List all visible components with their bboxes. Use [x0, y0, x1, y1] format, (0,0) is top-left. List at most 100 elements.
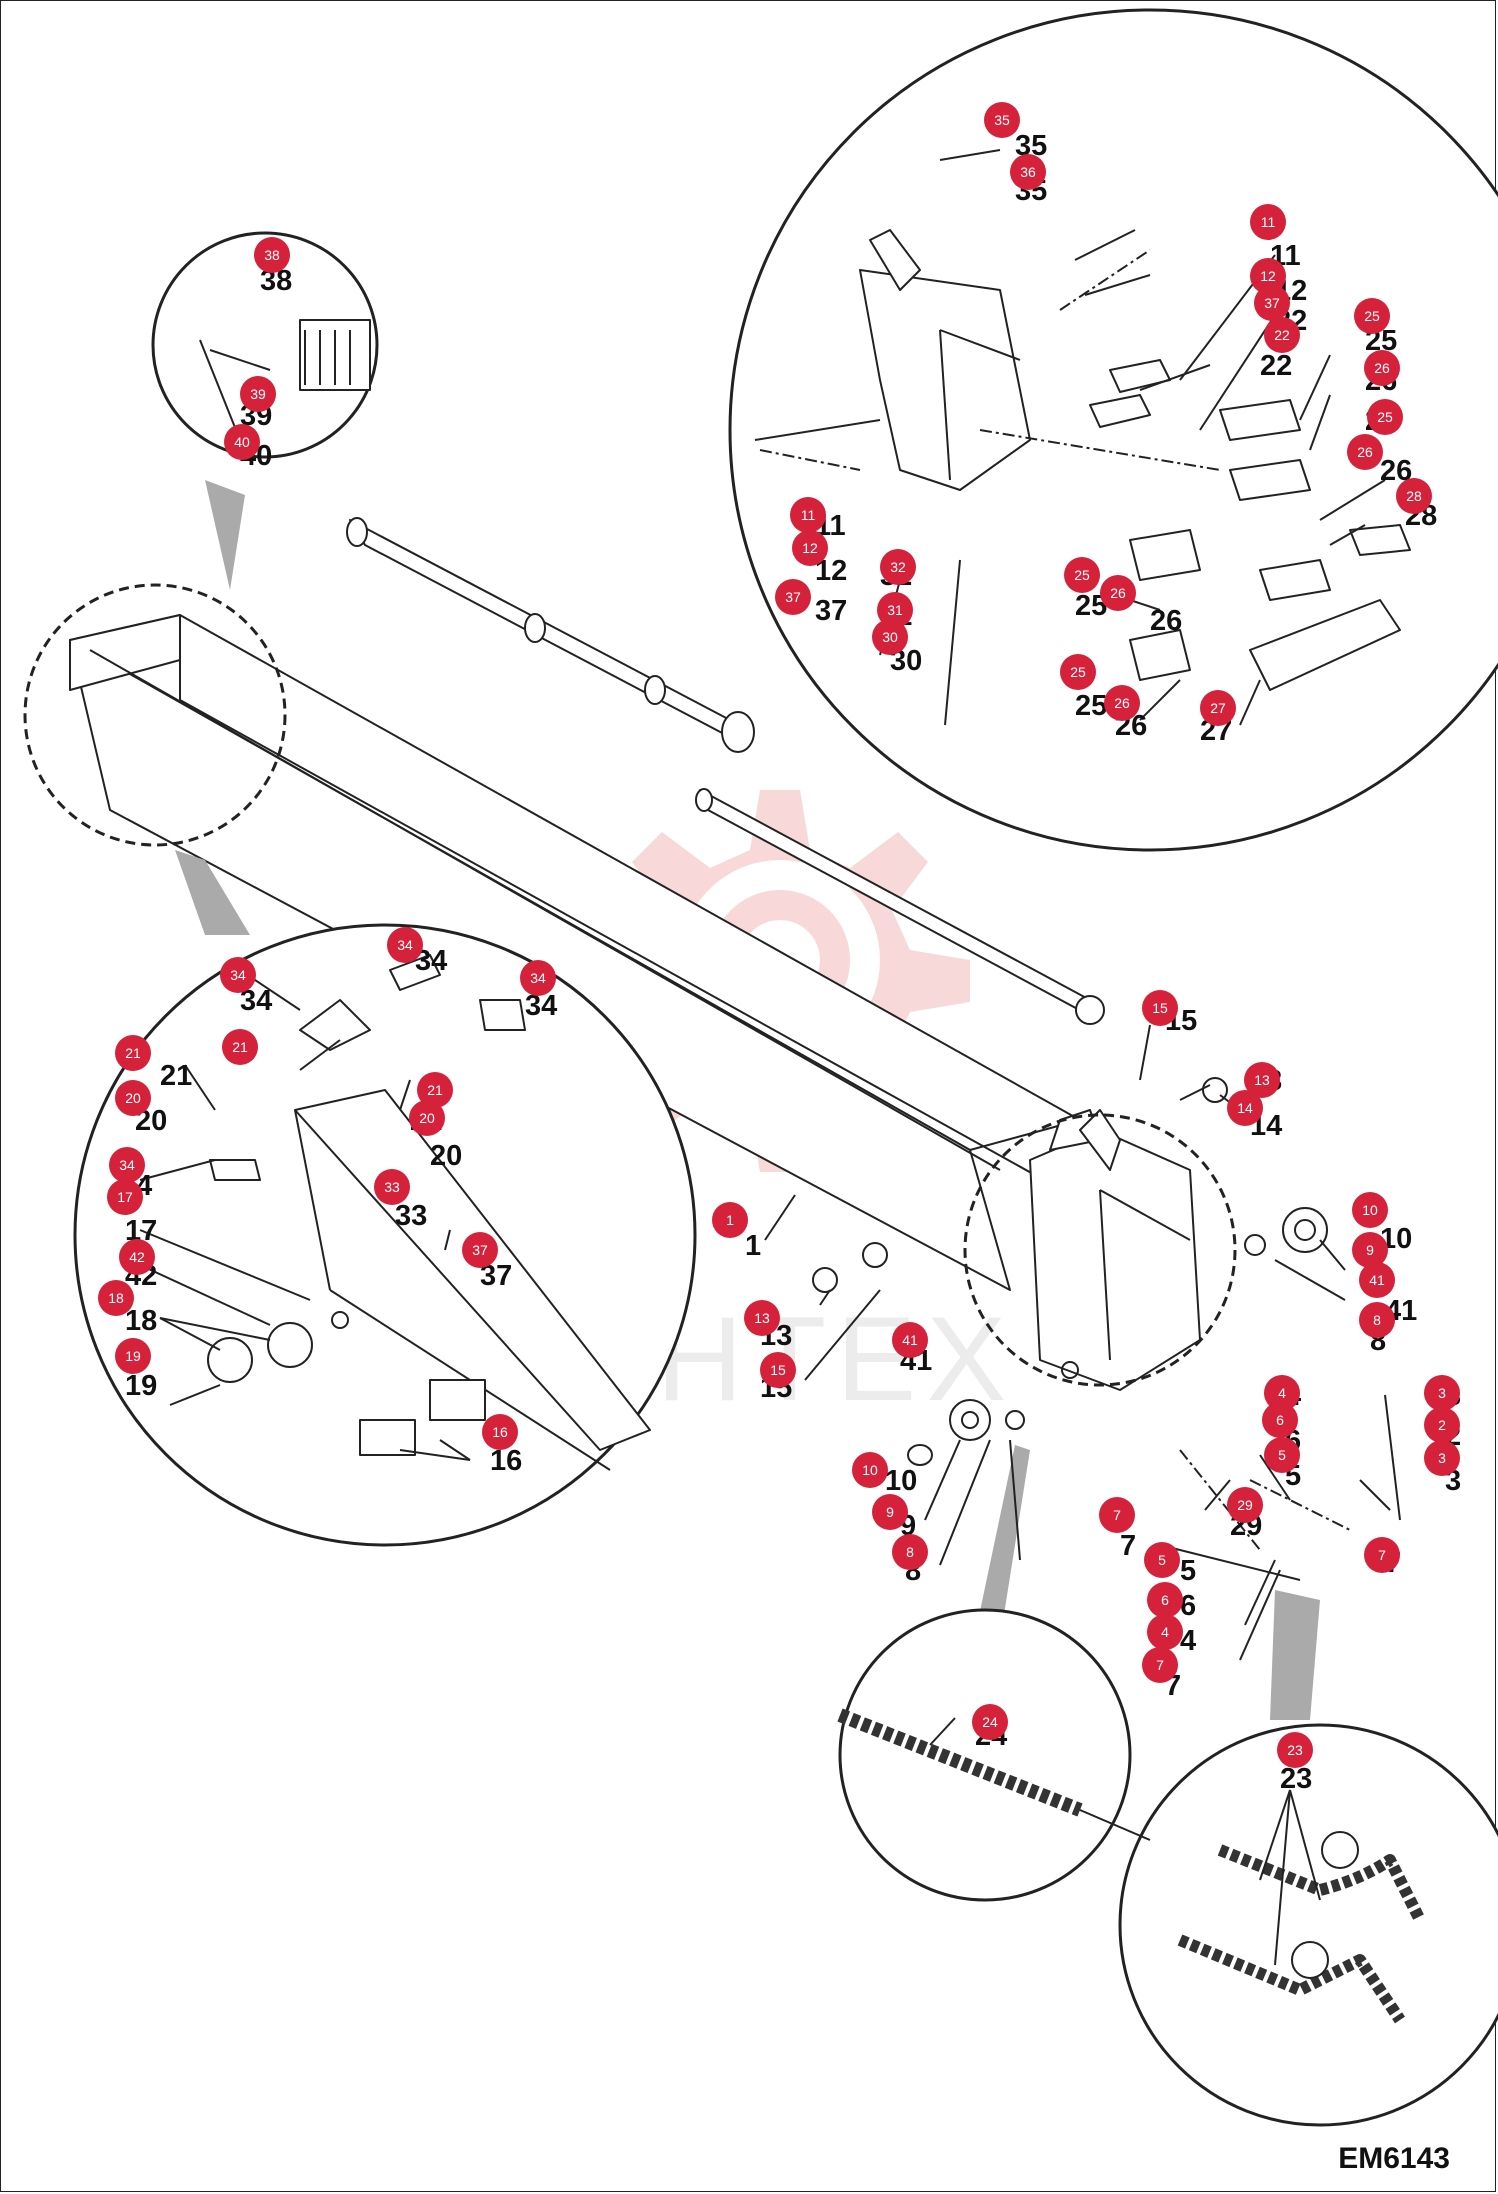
svg-text:16: 16 — [492, 1424, 508, 1440]
svg-text:26: 26 — [1357, 444, 1373, 460]
part-label: 18 — [125, 1305, 157, 1337]
svg-text:15: 15 — [770, 1362, 786, 1378]
svg-text:26: 26 — [1374, 360, 1390, 376]
part-badge: 42 — [119, 1239, 155, 1275]
part-label: 6 — [1180, 1590, 1196, 1622]
part-badge: 31 — [877, 592, 913, 628]
part-badge: 13 — [744, 1300, 780, 1336]
svg-text:24: 24 — [982, 1714, 998, 1730]
part-badge: 28 — [1396, 478, 1432, 514]
part-badge: 7 — [1364, 1537, 1400, 1573]
part-label: 16 — [490, 1445, 522, 1477]
svg-text:12: 12 — [802, 540, 818, 556]
svg-text:7: 7 — [1156, 1657, 1164, 1673]
svg-text:37: 37 — [472, 1242, 488, 1258]
svg-text:21: 21 — [125, 1045, 141, 1061]
part-badge: 22 — [1264, 317, 1300, 353]
part-badge: 8 — [1359, 1302, 1395, 1338]
telescopic-tube — [346, 517, 755, 753]
part-badge: 26 — [1347, 434, 1383, 470]
part-badge: 21 — [417, 1072, 453, 1108]
svg-text:11: 11 — [801, 507, 816, 523]
part-badge: 20 — [409, 1100, 445, 1136]
svg-text:13: 13 — [754, 1310, 770, 1326]
part-badge: 26 — [1100, 575, 1136, 611]
part-label: 20 — [430, 1140, 462, 1172]
part-badge: 38 — [254, 237, 290, 273]
detail-bubble-boom-rear — [73, 923, 697, 1547]
leader-lines — [139, 254, 1401, 1966]
svg-text:41: 41 — [902, 1332, 918, 1348]
svg-text:25: 25 — [1074, 567, 1090, 583]
part-badge: 15 — [760, 1352, 796, 1388]
svg-text:4: 4 — [1278, 1385, 1286, 1401]
part-badge: 30 — [872, 619, 908, 655]
part-badge: 23 — [1277, 1732, 1313, 1768]
part-badge: 25 — [1367, 399, 1403, 435]
svg-text:25: 25 — [1377, 409, 1393, 425]
part-label: 37 — [815, 595, 847, 627]
svg-text:13: 13 — [1254, 1072, 1270, 1088]
svg-text:42: 42 — [129, 1249, 145, 1265]
svg-text:36: 36 — [1020, 164, 1036, 180]
part-badge: 7 — [1142, 1647, 1178, 1683]
detail-circle-rear — [23, 583, 287, 847]
svg-text:17: 17 — [117, 1189, 133, 1205]
svg-text:6: 6 — [1276, 1412, 1284, 1428]
svg-text:28: 28 — [1406, 488, 1422, 504]
part-badge: 20 — [115, 1080, 151, 1116]
part-badge: 8 — [892, 1534, 928, 1570]
callout-pointer — [175, 850, 250, 935]
part-badge: 18 — [98, 1280, 134, 1316]
svg-text:26: 26 — [1114, 695, 1130, 711]
part-badge: 27 — [1200, 690, 1236, 726]
part-badge: 2 — [1424, 1407, 1460, 1443]
svg-text:8: 8 — [906, 1544, 914, 1560]
part-badge: 36 — [1010, 154, 1046, 190]
part-badge: 4 — [1264, 1375, 1300, 1411]
svg-text:30: 30 — [882, 629, 898, 645]
slide-blocks — [199, 319, 371, 441]
part-badge: 24 — [972, 1704, 1008, 1740]
svg-text:8: 8 — [1373, 1312, 1381, 1328]
part-label: 19 — [125, 1370, 157, 1402]
part-badge: 5 — [1144, 1542, 1180, 1578]
svg-text:2: 2 — [1438, 1417, 1446, 1433]
callout-pointer — [975, 1445, 1030, 1640]
part-badge: 3 — [1424, 1375, 1460, 1411]
part-badge: 10 — [852, 1452, 888, 1488]
svg-text:25: 25 — [1070, 664, 1086, 680]
drag-chain-23 — [1177, 1831, 1426, 2024]
svg-text:38: 38 — [264, 247, 280, 263]
part-badge: 15 — [1142, 990, 1178, 1026]
svg-text:35: 35 — [994, 112, 1010, 128]
part-label: 4 — [1180, 1625, 1196, 1657]
svg-text:5: 5 — [1158, 1552, 1166, 1568]
svg-text:3: 3 — [1438, 1450, 1446, 1466]
part-badge: 21 — [115, 1035, 151, 1071]
svg-text:29: 29 — [1237, 1497, 1253, 1513]
svg-text:20: 20 — [419, 1110, 435, 1126]
svg-text:34: 34 — [397, 937, 413, 953]
part-label: 21 — [160, 1060, 192, 1092]
svg-text:40: 40 — [234, 434, 250, 450]
part-badge: 37 — [775, 579, 811, 615]
callout-pointer — [1270, 1590, 1320, 1720]
svg-text:25: 25 — [1364, 308, 1380, 324]
detail-bubble-slides — [151, 231, 379, 459]
part-badge: 34 — [520, 960, 556, 996]
part-badge: 29 — [1227, 1487, 1263, 1523]
svg-text:21: 21 — [427, 1082, 443, 1098]
svg-text:9: 9 — [886, 1504, 894, 1520]
part-badge: 25 — [1060, 654, 1096, 690]
part-badge: 33 — [374, 1169, 410, 1205]
part-badge: 37 — [1254, 285, 1290, 321]
svg-text:11: 11 — [1261, 214, 1276, 230]
svg-text:7: 7 — [1113, 1507, 1121, 1523]
svg-text:26: 26 — [1110, 585, 1126, 601]
part-badge: 32 — [880, 549, 916, 585]
svg-text:18: 18 — [108, 1290, 124, 1306]
part-badge: 14 — [1227, 1090, 1263, 1126]
